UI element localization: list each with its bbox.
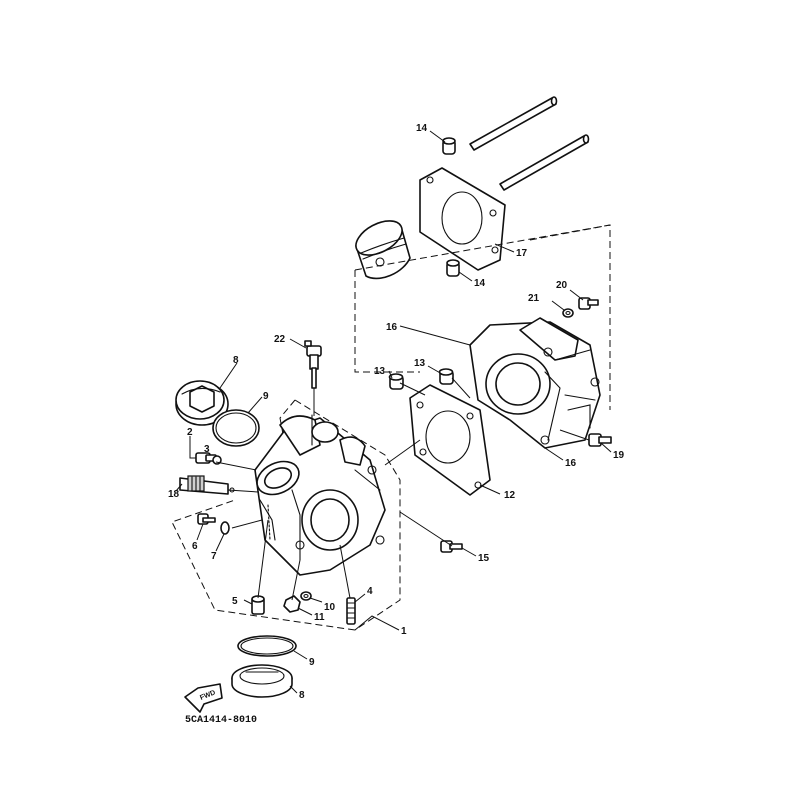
callout-19: 19 xyxy=(613,450,625,461)
dowel-pin-lower xyxy=(446,259,460,277)
callout-8-top: 8 xyxy=(233,355,239,366)
spark-plug xyxy=(179,475,235,495)
callout-22: 22 xyxy=(274,334,286,345)
callout-14-top: 14 xyxy=(416,123,428,134)
forward-direction-arrow: FWD xyxy=(184,683,223,713)
tappet-cover-lower xyxy=(231,664,293,698)
callout-10: 10 xyxy=(324,602,336,613)
callout-13-left: 13 xyxy=(374,366,386,377)
callout-6: 6 xyxy=(192,541,198,552)
callout-21: 21 xyxy=(528,293,540,304)
callout-2: 2 xyxy=(187,427,193,438)
dowel-pin-head-left xyxy=(388,373,404,390)
cylinder xyxy=(469,317,601,449)
callout-8-bottom: 8 xyxy=(299,690,305,701)
bolt-15 xyxy=(440,540,463,553)
callout-15: 15 xyxy=(478,553,490,564)
callout-9-bottom: 9 xyxy=(309,657,315,668)
cylinder-head-group-outline xyxy=(294,399,401,631)
dowel-pin-upper xyxy=(442,137,456,155)
bolt-20 xyxy=(578,297,599,310)
bolt-6 xyxy=(197,513,216,525)
o-ring-lower xyxy=(237,635,297,657)
cylinder-head xyxy=(254,414,386,576)
callout-18: 18 xyxy=(168,489,180,500)
piston xyxy=(355,220,411,280)
callout-labels: 14 14 17 16 16 20 21 13 13 12 19 22 8 9 … xyxy=(168,123,625,701)
cylinder-studs xyxy=(469,96,590,191)
callout-14-bottom: 14 xyxy=(474,278,486,289)
callout-12: 12 xyxy=(504,490,516,501)
cylinder-gasket xyxy=(419,167,506,271)
washer-7 xyxy=(220,521,230,535)
bolt-11 xyxy=(283,595,301,613)
head-gasket xyxy=(409,384,491,496)
callout-7: 7 xyxy=(211,551,217,562)
stud-4 xyxy=(346,597,356,625)
callout-4: 4 xyxy=(367,586,373,597)
o-ring-upper xyxy=(212,409,260,447)
leader-lines xyxy=(175,130,612,694)
diagram-part-code: 5CA1414-8010 xyxy=(185,715,257,726)
tappet-cover-upper xyxy=(175,380,229,426)
temperature-sensor xyxy=(304,340,322,389)
cylinder-group-outline xyxy=(354,270,420,373)
callout-16-lower: 16 xyxy=(565,458,577,469)
washer-part-3 xyxy=(212,455,222,465)
washer-10 xyxy=(300,591,312,601)
callout-5: 5 xyxy=(232,596,238,607)
callout-3: 3 xyxy=(204,444,210,455)
bolt-19 xyxy=(588,433,612,447)
callout-17: 17 xyxy=(516,248,528,259)
callout-13-right: 13 xyxy=(414,358,426,369)
washer-21 xyxy=(562,308,574,318)
callout-11: 11 xyxy=(314,612,325,623)
callout-20: 20 xyxy=(556,280,568,291)
callout-9-top: 9 xyxy=(263,391,269,402)
callout-1: 1 xyxy=(401,626,407,637)
callout-16-upper: 16 xyxy=(386,322,398,333)
plug-part-5 xyxy=(251,595,265,615)
dowel-pin-head-right xyxy=(438,368,454,385)
